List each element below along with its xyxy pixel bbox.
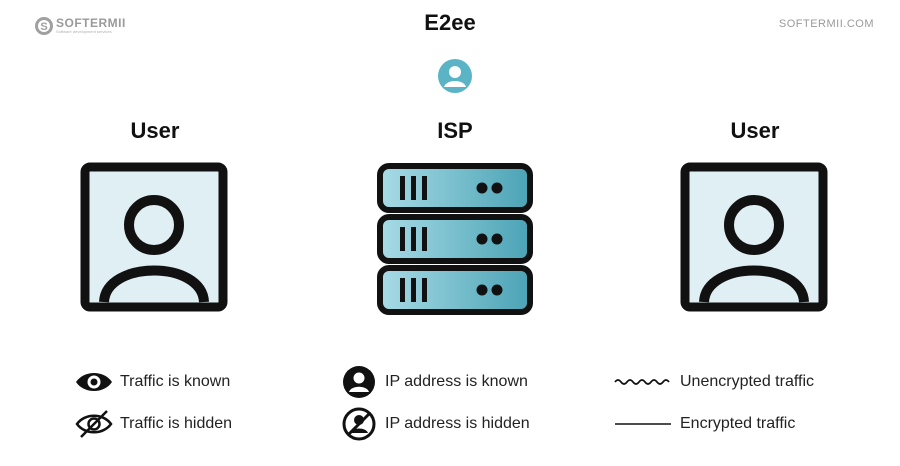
node-label-user-right: User <box>730 118 780 143</box>
page-title: E2ee <box>424 10 476 35</box>
straight-line-icon <box>615 423 671 425</box>
server-icon <box>377 163 533 315</box>
legend-traffic-hidden: Traffic is hidden <box>74 407 232 441</box>
legend-unencrypted: Unencrypted traffic <box>612 365 814 399</box>
user-card-icon <box>80 162 228 312</box>
legend-traffic-known: Traffic is known <box>74 365 230 399</box>
eye-icon <box>76 373 112 391</box>
softermii-logo-icon: S <box>35 17 53 35</box>
legend-traffic-hidden-label: Traffic is hidden <box>120 415 233 432</box>
legend-encrypted-label: Encrypted traffic <box>680 415 796 432</box>
eye-slash-icon <box>75 410 113 438</box>
legend-ip-known-label: IP address is known <box>385 373 528 390</box>
legend-encrypted: Encrypted traffic <box>612 407 795 441</box>
wavy-line-icon <box>614 379 670 385</box>
user-card-icon <box>680 162 828 312</box>
user-avatar-icon <box>438 59 472 93</box>
legend-traffic-known-label: Traffic is known <box>120 373 231 390</box>
legend-ip-known: IP address is known <box>339 365 528 399</box>
brand-tagline: Software development services <box>56 29 112 34</box>
brand-logo: S SOFTERMII Software development service… <box>34 14 144 38</box>
svg-text:S: S <box>40 21 47 33</box>
user-circle-slash-icon <box>342 407 376 441</box>
node-label-user-left: User <box>130 118 180 143</box>
legend-ip-hidden: IP address is hidden <box>339 407 530 441</box>
legend-unencrypted-label: Unencrypted traffic <box>680 373 814 390</box>
site-link[interactable]: SOFTERMII.COM <box>778 18 874 30</box>
user-circle-icon <box>343 366 375 398</box>
node-label-isp: ISP <box>437 118 473 143</box>
legend-ip-hidden-label: IP address is hidden <box>385 415 530 432</box>
brand-name: SOFTERMII <box>56 16 126 30</box>
